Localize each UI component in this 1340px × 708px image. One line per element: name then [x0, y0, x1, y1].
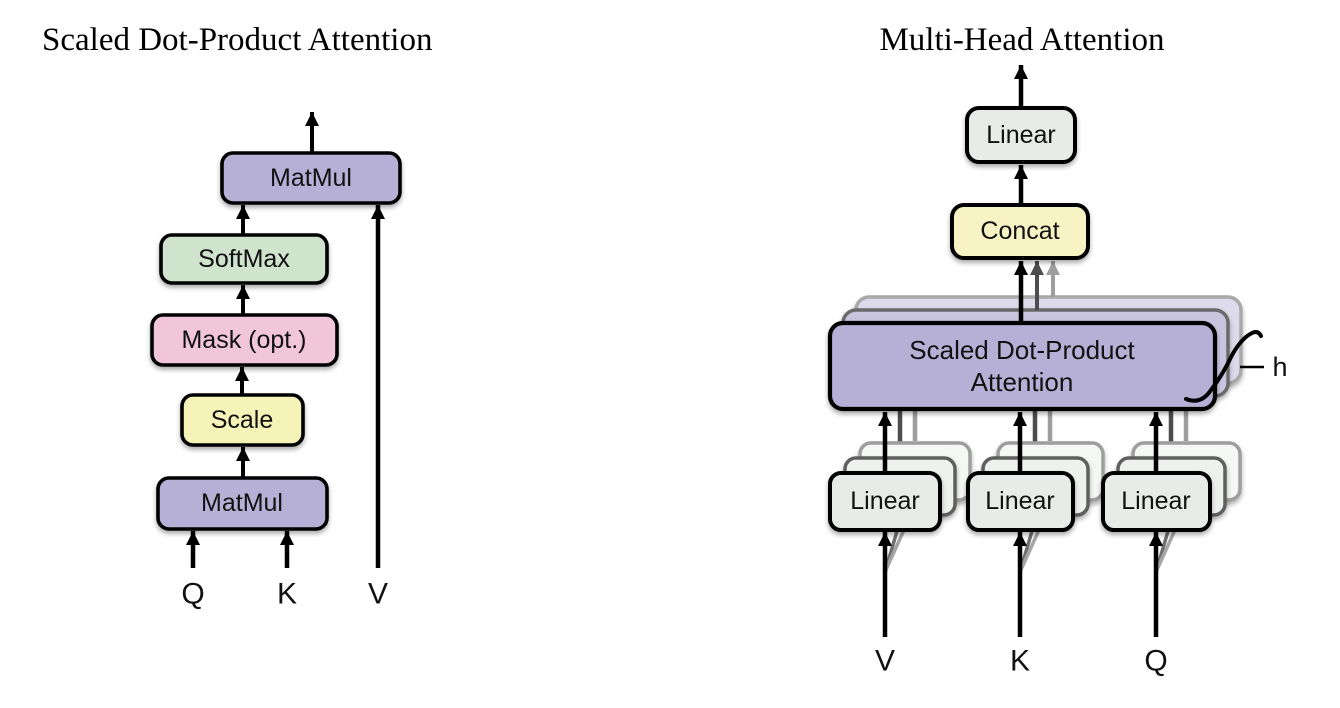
k-label-left: K	[277, 578, 297, 611]
left-diagram-title: Scaled Dot-Product Attention	[42, 22, 432, 58]
v-label-left: V	[368, 578, 388, 611]
matmul-top-label: MatMul	[270, 164, 352, 192]
sdpa-label-line2: Attention	[971, 367, 1074, 397]
sdpa-label-line1: Scaled Dot-Product	[909, 335, 1135, 365]
scale-label: Scale	[211, 406, 274, 434]
scaled-dot-product-attention-diagram: MatMul SoftMax Mask (opt.) Scale MatMul …	[42, 22, 432, 611]
head-count-curve	[1184, 330, 1263, 403]
linear-v-box	[828, 471, 942, 532]
q-label-left: Q	[181, 578, 204, 611]
q-label-right: Q	[1144, 645, 1167, 678]
linear-v-label: Linear	[850, 487, 920, 515]
k-label-right: K	[1010, 645, 1030, 678]
linear-k-box	[966, 471, 1075, 532]
linear-q-label: Linear	[1121, 487, 1191, 515]
linear-out-box	[965, 106, 1077, 164]
right-diagram-title: Multi-Head Attention	[879, 22, 1164, 58]
mask-label: Mask (opt.)	[181, 326, 306, 354]
mask-box	[150, 313, 339, 367]
linear-out-label: Linear	[986, 121, 1056, 149]
matmul-bottom-box	[156, 476, 329, 531]
v-label-right: V	[875, 645, 895, 678]
scale-box	[180, 393, 305, 447]
linear-k-label: Linear	[985, 487, 1055, 515]
multi-head-attention-diagram: Scaled Dot-Product Attention h Linear Li…	[827, 22, 1288, 678]
softmax-label: SoftMax	[198, 245, 290, 273]
concat-box	[950, 203, 1090, 260]
head-count-label: h	[1272, 352, 1287, 382]
softmax-box	[159, 233, 329, 285]
matmul-bottom-label: MatMul	[201, 489, 283, 517]
matmul-top-box	[220, 151, 402, 205]
linear-q-box	[1101, 471, 1212, 532]
concat-label: Concat	[980, 217, 1059, 245]
